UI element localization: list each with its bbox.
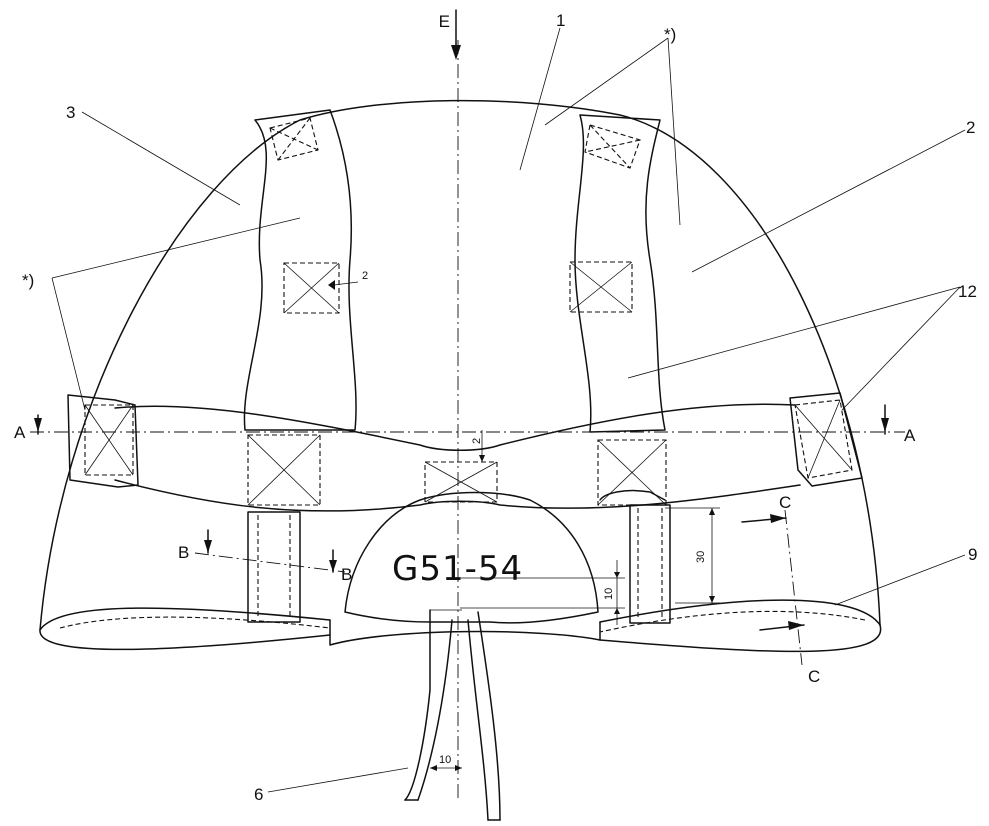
rim-band-right-outer xyxy=(599,624,882,653)
section-b-line xyxy=(194,552,346,573)
rim-band-left-outer xyxy=(39,629,331,651)
rim-band-right-inner xyxy=(599,599,881,626)
star-note-top-label: *) xyxy=(664,25,676,44)
dim-band-height-text: 30 xyxy=(695,551,707,563)
right-side-strap xyxy=(629,504,671,624)
leader-star-left-a xyxy=(51,217,301,279)
section-c-top-label: C xyxy=(779,493,791,512)
leader-part-12-a xyxy=(627,286,961,379)
part-12-label: 12 xyxy=(958,282,977,301)
rim-band-left-inner xyxy=(39,607,331,631)
view-e-label: E xyxy=(439,12,450,31)
leader-star-top-a xyxy=(544,37,669,126)
headband-left-end-tab xyxy=(67,394,139,488)
part-1-label: 1 xyxy=(556,11,565,30)
part-9-label: 9 xyxy=(968,545,977,564)
dim-center-offset-text: 2 xyxy=(471,438,483,444)
dim-lace-spacing-text: 10 xyxy=(439,754,451,766)
right-junction-stitch xyxy=(597,439,667,506)
lace-left xyxy=(404,609,431,801)
rim-band-left-seam xyxy=(59,616,331,629)
section-b-left-label: B xyxy=(178,543,189,562)
leader-part-9 xyxy=(834,554,966,606)
dim-lace-offset-text: 10 xyxy=(603,588,615,600)
center-stitch-box xyxy=(424,461,498,503)
star-note-left-label: *) xyxy=(22,271,34,290)
section-c-line xyxy=(784,509,803,666)
left-crown-strap xyxy=(243,109,357,431)
headband-bottom-edge xyxy=(114,479,801,512)
leader-part-3 xyxy=(81,111,241,206)
rim-band-front xyxy=(329,619,601,646)
leader-part-1 xyxy=(519,27,561,171)
section-b-right-label: B xyxy=(341,565,352,584)
leader-part-12-b xyxy=(841,286,961,411)
view-e-arrow xyxy=(451,45,461,60)
part-3-label: 3 xyxy=(66,103,75,122)
section-a-left-label: A xyxy=(14,423,26,442)
leader-star-left-b xyxy=(51,277,86,411)
left-junction-stitch xyxy=(247,434,321,506)
headband-right-end-tab xyxy=(789,392,863,487)
right-crown-strap xyxy=(574,114,666,433)
leader-star-top-b xyxy=(667,37,681,226)
dim-small-arrow-text: 2 xyxy=(362,270,368,282)
headband-top-edge xyxy=(114,403,796,451)
left-strap-stitch-box xyxy=(283,262,340,314)
helmet-dome-outline xyxy=(39,99,881,631)
leader-part-6 xyxy=(267,767,409,793)
lace-right xyxy=(467,619,489,821)
part-2-label: 2 xyxy=(966,118,975,137)
part-6-label: 6 xyxy=(254,785,263,804)
leader-part-2 xyxy=(691,129,966,273)
rim-band-right-seam xyxy=(599,610,866,633)
size-code-text: G51-54 xyxy=(392,549,523,589)
section-a-right-label: A xyxy=(904,426,916,445)
left-side-strap xyxy=(247,511,301,623)
section-c-bottom-label: C xyxy=(808,667,820,686)
